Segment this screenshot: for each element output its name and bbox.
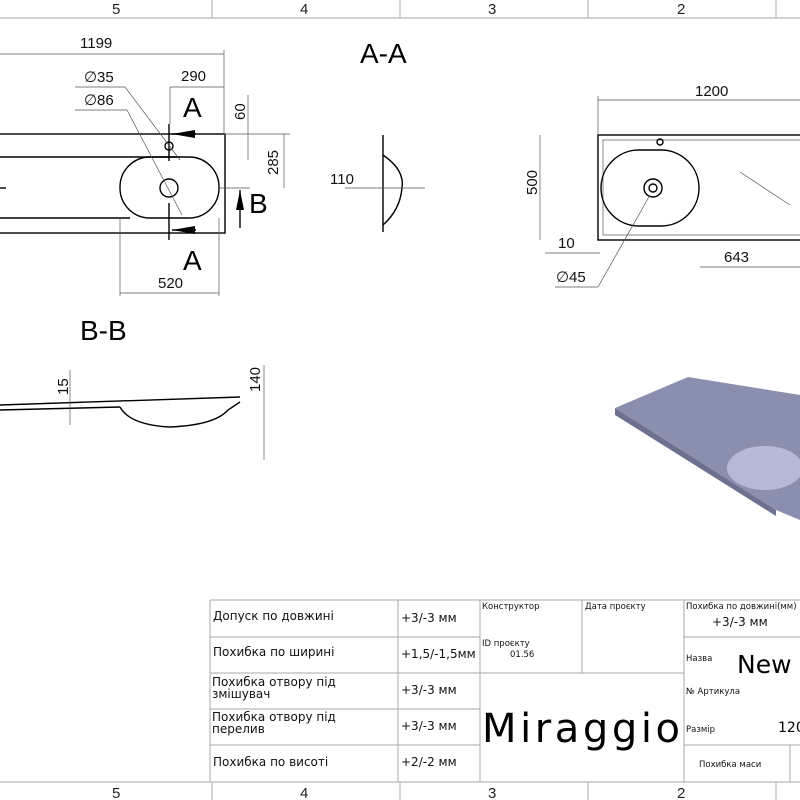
length-tol-value: +3/-3 мм bbox=[712, 615, 768, 629]
dim-length: 1199 bbox=[80, 35, 112, 52]
ruler-label: 2 bbox=[677, 1, 685, 18]
dim-15: 15 bbox=[55, 378, 72, 395]
tol-value: +2/-2 мм bbox=[401, 755, 457, 769]
section-bb-title: B-B bbox=[80, 315, 127, 346]
tol-value: +1,5/-1,5мм bbox=[401, 647, 476, 661]
dim-520: 520 bbox=[158, 275, 183, 292]
length-tol-label: Похибка по довжині(мм) bbox=[686, 602, 797, 612]
tol-label: Похибка отвору під перелив bbox=[212, 710, 336, 736]
plan-view: 1200 500 10 ∅ 45 643 bbox=[524, 83, 800, 288]
mass-tol-label: Похибка маси bbox=[699, 760, 761, 770]
project-id-label: ID проєкту bbox=[482, 639, 530, 649]
dim-1200: 1200 bbox=[695, 83, 728, 100]
tol-value: +3/-3 мм bbox=[401, 719, 457, 733]
tol-value: +3/-3 мм bbox=[401, 611, 457, 625]
section-b-label: B bbox=[249, 188, 268, 219]
ruler-label: 4 bbox=[300, 1, 308, 18]
ruler-label: 3 bbox=[488, 785, 496, 800]
diameter-symbol: ∅ bbox=[556, 269, 569, 286]
size-value: 120 bbox=[778, 720, 800, 736]
dim-d86: 86 bbox=[97, 92, 114, 109]
tol-value: +3/-3 мм bbox=[401, 683, 457, 697]
dim-10: 10 bbox=[558, 235, 575, 252]
ruler-label: 3 bbox=[488, 1, 496, 18]
name-label: Назва bbox=[686, 654, 712, 664]
section-a-label: A bbox=[183, 92, 202, 123]
tol-label: Похибка по висоті bbox=[213, 755, 328, 769]
ruler-label: 2 bbox=[677, 785, 685, 800]
dim-643: 643 bbox=[724, 249, 749, 266]
bottom-ruler: 5 4 3 2 bbox=[0, 781, 800, 800]
date-label: Дата проєкту bbox=[585, 602, 646, 612]
section-bb-view: B-B 15 140 bbox=[0, 315, 265, 460]
dim-d45: 45 bbox=[569, 269, 586, 286]
isometric-view bbox=[615, 377, 800, 520]
dim-500: 500 bbox=[524, 170, 541, 195]
tol-label: Похибка по ширині bbox=[213, 645, 334, 659]
dim-110: 110 bbox=[330, 171, 354, 188]
brand-logo: Miraggio bbox=[482, 706, 680, 752]
section-a-label: A bbox=[183, 245, 202, 276]
dim-290: 290 bbox=[181, 68, 206, 85]
dim-140: 140 bbox=[247, 367, 264, 392]
diameter-symbol: ∅ bbox=[84, 92, 97, 109]
ruler-label: 4 bbox=[300, 785, 308, 800]
ruler-label: 5 bbox=[112, 1, 120, 18]
diameter-symbol: ∅ bbox=[84, 69, 97, 86]
tol-label: Похибка отвору під змішувач bbox=[212, 675, 336, 701]
name-value: New bbox=[737, 650, 792, 679]
top-ruler: 5 4 3 2 bbox=[0, 0, 800, 19]
designer-label: Конструктор bbox=[482, 602, 540, 612]
section-aa-title: A-A bbox=[360, 38, 407, 69]
title-block: Допуск по довжині +3/-3 мм Похибка по ши… bbox=[209, 599, 800, 782]
size-label: Размір bbox=[686, 725, 715, 735]
dim-d35: 35 bbox=[97, 69, 114, 86]
project-id: 01.56 bbox=[510, 650, 534, 660]
top-view: 1199 290 ∅ 35 ∅ 86 A A B 60 285 520 bbox=[0, 35, 290, 296]
ruler-label: 5 bbox=[112, 785, 120, 800]
dim-60: 60 bbox=[232, 103, 249, 120]
tol-label: Допуск по довжині bbox=[213, 609, 334, 623]
section-aa-view: A-A 110 bbox=[330, 38, 425, 232]
article-label: № Артикула bbox=[686, 687, 740, 697]
dim-285: 285 bbox=[265, 150, 282, 175]
